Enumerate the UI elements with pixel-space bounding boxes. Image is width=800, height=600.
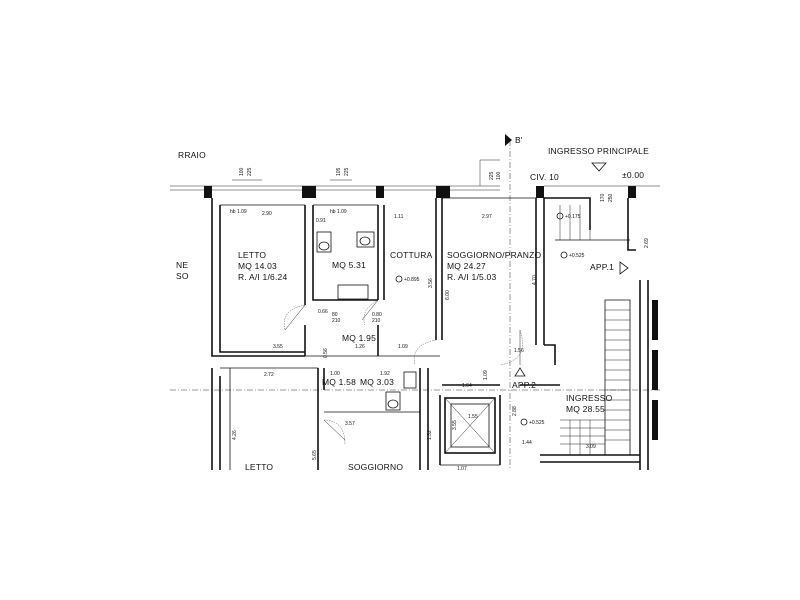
- level-label: +0.895: [404, 277, 420, 283]
- letto-area: MQ 14.03: [238, 261, 277, 271]
- dim-label: 100: [496, 171, 502, 180]
- dim-label: 225: [344, 167, 350, 176]
- small-area-1: MQ 1.58: [322, 377, 356, 387]
- disimpegno-area: MQ 1.95: [342, 333, 376, 343]
- dim-label: 1.09: [398, 344, 408, 350]
- civic-label: CIV. 10: [530, 172, 559, 182]
- app1-arrow-icon: [619, 261, 629, 275]
- dim-label: 3.55: [452, 420, 458, 430]
- dim-label: 210: [332, 318, 341, 324]
- app2-label: APP.2: [512, 380, 536, 390]
- dim-label: 1.32: [427, 430, 433, 440]
- section-marker: B': [505, 134, 523, 146]
- bathroom-fixtures: [316, 231, 417, 411]
- dim-label: 0.56: [323, 348, 329, 358]
- level-markers: +0.895 +0.175 +0.525 +0.525: [395, 212, 585, 426]
- dim-label: 1.09: [483, 370, 489, 380]
- dim-label: 225: [247, 167, 253, 176]
- dim-label: hb 1.09: [230, 209, 247, 215]
- soggiorno-name: SOGGIORNO/PRANZO: [447, 250, 542, 260]
- ingresso-area: MQ 28.55: [566, 404, 605, 414]
- dim-label: 1.44: [522, 440, 532, 446]
- left-cut-label-1: NE: [176, 260, 188, 270]
- dim-label: hb 1.09: [330, 209, 347, 215]
- app2-arrow-icon: [514, 367, 526, 377]
- main-entrance-label: INGRESSO PRINCIPALE: [548, 146, 649, 156]
- dim-label: 1.64: [462, 383, 472, 389]
- left-cut-label-2: SO: [176, 271, 189, 281]
- doors: [284, 299, 523, 446]
- dim-label: 210: [372, 318, 381, 324]
- level-label: +0.525: [569, 253, 585, 259]
- dim-label: 0.91: [316, 218, 326, 224]
- level-zero-label: ±0.00: [622, 170, 644, 180]
- dim-label: 80: [332, 312, 338, 318]
- section-marker-label: B': [515, 135, 523, 145]
- dim-label: 1.55: [468, 414, 478, 420]
- dim-label: 1.00: [330, 371, 340, 377]
- soggiorno-ratio: R. A/I 1/5.03: [447, 272, 496, 282]
- dim-label: 2.72: [264, 372, 274, 378]
- carraio-label: RRAIO: [178, 150, 206, 160]
- dim-label: 1.11: [394, 214, 404, 220]
- dim-label: 5.65: [312, 450, 318, 460]
- outer-top-wall: [170, 185, 660, 198]
- dim-label: 4.26: [232, 430, 238, 440]
- dim-label: 2.90: [262, 211, 272, 217]
- entrance-steps: [559, 205, 591, 240]
- dim-label: 2.97: [482, 214, 492, 220]
- dim-label: 250: [608, 193, 614, 202]
- bagno-area: MQ 5.31: [332, 260, 366, 270]
- lower-left-room: LETTO: [245, 462, 273, 472]
- app1-label: APP.1: [590, 262, 614, 272]
- cottura-name: COTTURA: [390, 250, 433, 260]
- staircase: [560, 299, 631, 456]
- lower-mid-room: SOGGIORNO: [348, 462, 403, 472]
- soggiorno-area: MQ 24.27: [447, 261, 486, 271]
- dim-label: 100: [239, 167, 245, 176]
- dim-label: 3.09: [586, 444, 596, 450]
- small-area-2: MQ 3.03: [360, 377, 394, 387]
- dim-label: 4.70: [532, 275, 538, 285]
- dimension-labels: 2.90 hb 1.09 hb 1.09 0.91 1.11 2.97 3.56…: [230, 193, 650, 472]
- dim-label: 2.88: [512, 406, 518, 416]
- dim-label: 170: [600, 193, 606, 202]
- dim-label: 105: [336, 167, 342, 176]
- dim-label: 1.92: [380, 371, 390, 377]
- dim-label: 3.56: [428, 278, 434, 288]
- level-label: +0.525: [529, 420, 545, 426]
- dim-label: 0.66: [318, 309, 328, 315]
- level-label: +0.175: [565, 214, 581, 220]
- entrance-arrow-icon: [591, 162, 607, 172]
- ingresso-name: INGRESSO: [566, 393, 613, 403]
- dim-label: 225: [489, 171, 495, 180]
- dim-label: 3.57: [345, 421, 355, 427]
- dim-label: 1.56: [514, 348, 524, 354]
- dim-label: 6.00: [445, 290, 451, 300]
- dim-label: 3.55: [273, 344, 283, 350]
- dim-label: 0.80: [372, 312, 382, 318]
- letto-name: LETTO: [238, 250, 266, 260]
- letto-ratio: R. A/I 1/6.24: [238, 272, 287, 282]
- dim-label: 2.69: [644, 238, 650, 248]
- apartment-walls: [211, 197, 658, 470]
- dim-label: 1.26: [355, 344, 365, 350]
- dim-label: 1.07: [457, 466, 467, 472]
- window-markers: 100 225 105 225 225 100: [232, 159, 502, 186]
